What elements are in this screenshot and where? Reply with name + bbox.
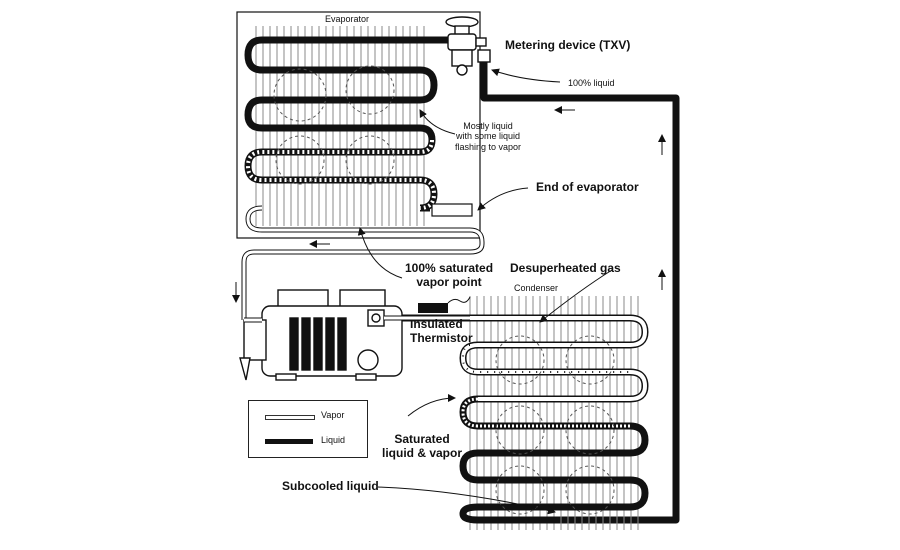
desuperheated-gas-label: Desuperheated gas: [510, 261, 621, 275]
condenser-fan-circles: [495, 335, 615, 515]
condenser-fins: [469, 296, 639, 530]
metering-device-label: Metering device (TXV): [505, 38, 631, 52]
thermistor-wire: [447, 296, 471, 304]
compressor-icon: [239, 289, 403, 381]
legend-liquid-label: Liquid: [321, 435, 346, 445]
insulated-thermistor-line-1: Insulated: [410, 317, 463, 331]
evaporator-frame: [236, 11, 481, 239]
liquid-line: [480, 62, 680, 524]
leader-lines: [357, 68, 613, 515]
saturated-liquid-vapor-label: Saturated liquid & vapor: [382, 432, 463, 461]
saturated-liquid-vapor-line-1: Saturated: [394, 432, 450, 446]
legend-liquid-swatch: [265, 439, 313, 444]
saturated-vapor-point-line-2: vapor point: [416, 274, 482, 289]
liquid-100-label: 100% liquid: [568, 78, 615, 88]
end-of-evaporator-label: End of evaporator: [536, 180, 639, 194]
subcooled-liquid-label: Subcooled liquid: [282, 479, 379, 493]
evaporator-label: Evaporator: [325, 14, 370, 24]
evaporator-coil-mixed: [244, 139, 438, 212]
insulated-thermistor-label: Insulated Thermistor: [410, 317, 473, 346]
legend-vapor-label: Vapor: [321, 410, 345, 420]
mostly-liquid-label: Mostly liquid with some liquid flashing …: [455, 121, 521, 152]
end-of-evaporator-fitting: [431, 203, 473, 217]
saturated-vapor-point-line-1: 100% saturated: [405, 261, 494, 275]
txv-valve-icon: [445, 16, 491, 76]
mostly-liquid-line-1: Mostly liquid: [463, 121, 513, 131]
evaporator-coil-liquid: [244, 36, 454, 144]
saturated-liquid-vapor-line-2: liquid & vapor: [382, 445, 463, 460]
flow-arrows: [232, 106, 666, 303]
saturated-vapor-point-label: 100% saturated vapor point: [405, 261, 494, 290]
insulated-thermistor-block: [418, 303, 448, 313]
condenser-coil-liquid: [459, 422, 649, 524]
mostly-liquid-line-3: flashing to vapor: [455, 141, 522, 152]
insulated-thermistor-line-2: Thermistor: [410, 330, 473, 345]
legend: Vapor Liquid: [248, 400, 368, 458]
evaporator-fan-circles: [273, 65, 395, 185]
legend-vapor-swatch: [265, 415, 315, 420]
mostly-liquid-line-2: with some liquid: [456, 131, 521, 142]
condenser-label: Condenser: [514, 283, 559, 293]
